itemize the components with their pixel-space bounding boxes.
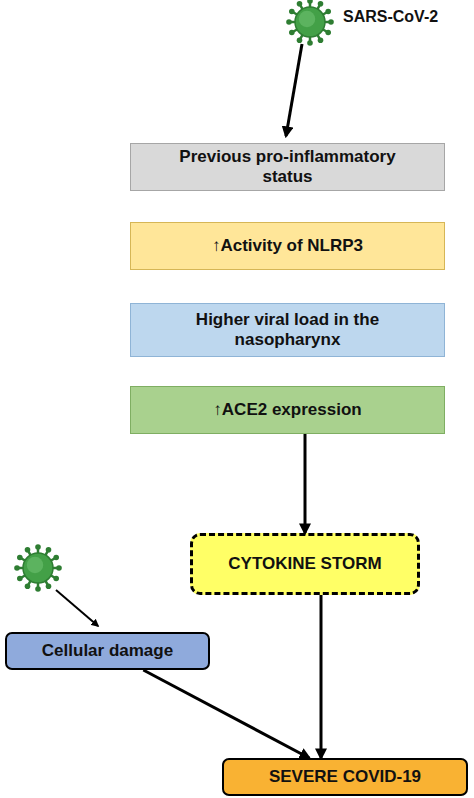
box-text: CYTOKINE STORM [228, 554, 381, 574]
virus-icon [286, 0, 334, 46]
virus-label: SARS-CoV-2 [343, 8, 438, 26]
virus-icon [14, 544, 62, 592]
arrow-connector [320, 595, 323, 758]
process-box: SEVERE COVID-19 [222, 758, 468, 796]
process-box: Cellular damage [5, 632, 210, 670]
arrow-connector [304, 434, 307, 533]
process-box: Previous pro-inflammatory status [130, 143, 445, 191]
virus-arrow [286, 44, 302, 136]
box-text: Higher viral load in the nasopharynx [161, 310, 414, 350]
virus-arrow [56, 590, 98, 626]
process-box: CYTOKINE STORM [190, 533, 420, 595]
box-text: ↑Activity of NLRP3 [212, 236, 363, 256]
process-box: Higher viral load in the nasopharynx [130, 303, 445, 357]
process-box: ↑Activity of NLRP3 [130, 222, 445, 270]
box-text: ↑ACE2 expression [213, 400, 361, 420]
process-box: ↑ACE2 expression [130, 386, 445, 434]
box-text: SEVERE COVID-19 [269, 767, 421, 787]
box-text: Previous pro-inflammatory status [161, 147, 414, 187]
arrow-connector [143, 670, 309, 758]
box-text: Cellular damage [42, 641, 173, 661]
